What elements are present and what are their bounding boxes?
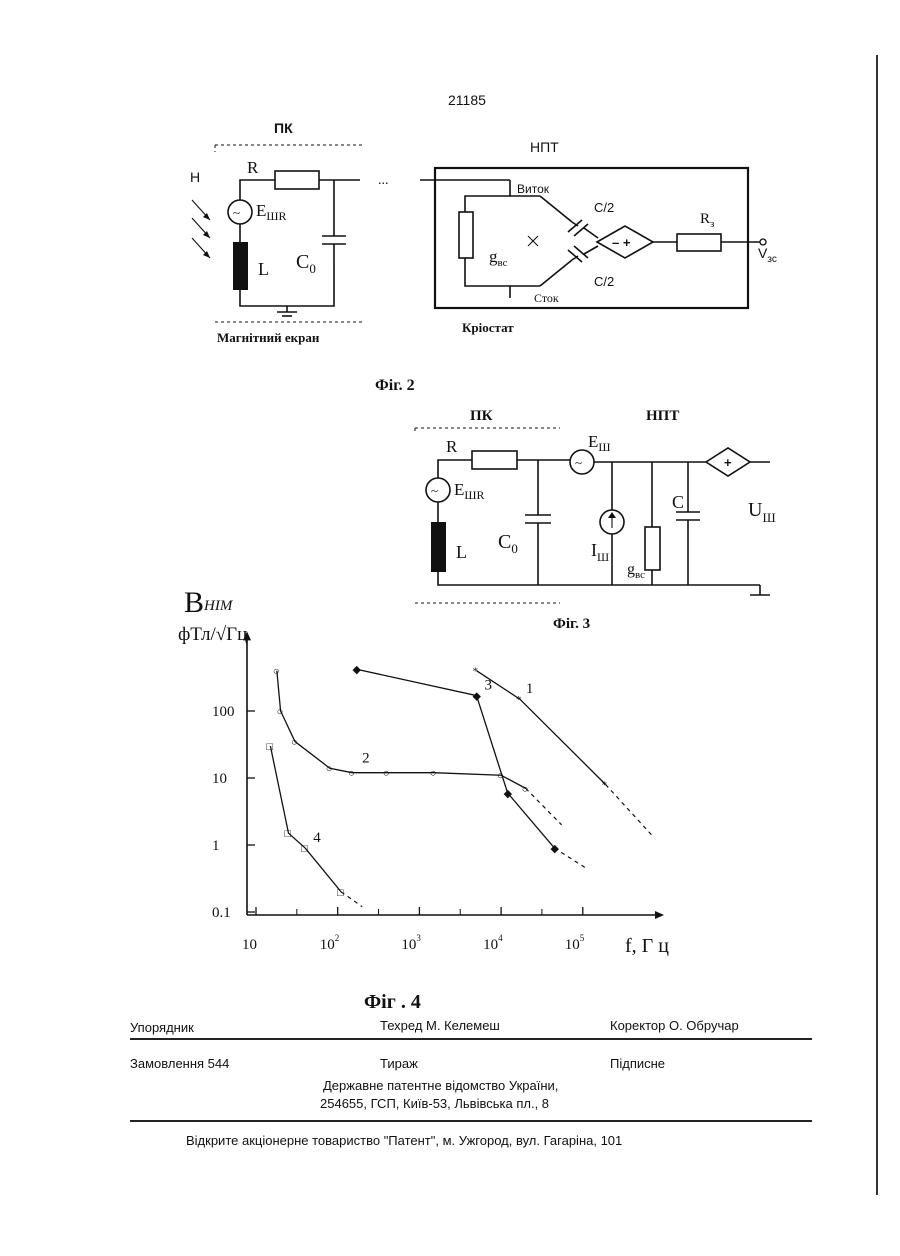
chart-y-tick-label: 1 [212,838,220,854]
chart-point-1: * [516,694,522,706]
chart-point-2: ○ [348,768,355,780]
chart-curve-label-4: 4 [313,830,321,846]
footer-bottom-rule [130,1120,812,1122]
chart-point-2: ○ [522,783,529,795]
footer-top-rule [130,1038,812,1040]
chart-series-tail-3 [554,848,586,868]
chart-curve-label-2: 2 [362,751,370,767]
chart-point-2: ○ [277,706,284,718]
chart-ylabel-units: фТл/√Гц [178,624,247,645]
footer-publisher: Відкрите акціонерне товариство "Патент",… [186,1133,622,1148]
footer-office-line1: Державне патентне відомство України, [323,1078,558,1093]
footer-edition: Тираж [380,1056,418,1071]
footer-subscription: Підписне [610,1056,665,1071]
chart-series-line-1 [477,671,606,785]
chart-x-tick-label: 103 [401,933,421,953]
footer-compiler: Упорядник [130,1020,194,1035]
chart-x-tick-label: 102 [320,933,340,953]
footer-corrector: Коректор О. Обручар [610,1018,739,1033]
chart-y-tick-label: 10 [212,771,227,787]
chart-x-tick-label: 10 [242,937,257,953]
chart-point-2: ○ [273,666,280,678]
chart-point-2: ○ [326,763,333,775]
chart-point-4: □ [337,887,344,899]
footer-techred: Техред М. Келемеш [380,1018,500,1033]
chart-curve-label-1: 1 [526,681,534,697]
chart-point-3: ◆ [504,788,513,800]
chart-point-4: □ [301,843,308,855]
chart-y-tick-label: 100 [212,704,235,720]
chart-point-3: ◆ [353,664,362,676]
chart-series-line-3 [357,669,555,848]
fig4-caption: Фіг . 4 [364,991,421,1013]
chart-series-tail-2 [526,788,562,824]
chart-point-2: ○ [430,768,437,780]
footer-order: Замовлення 544 [130,1056,229,1071]
chart-point-2: ○ [383,768,390,780]
chart-point-2: ○ [291,737,298,749]
chart-ylabel-main: BHIM [184,586,234,619]
chart-x-axis-arrow [655,911,664,919]
footer-office-line2: 254655, ГСП, Київ-53, Львівська пл., 8 [320,1096,549,1111]
chart-point-4: □ [285,828,292,840]
chart-point-1: * [473,666,479,678]
figure-4-chart: BHIM фТл/√Гц f, Г ц Фіг . 4 101021031041… [0,0,900,1010]
chart-x-tick-label: 104 [483,933,503,953]
chart-series-tail-1 [606,784,652,835]
chart-curve-label-3: 3 [485,678,493,694]
chart-x-tick-label: 105 [565,933,585,953]
chart-y-tick-label: 0.1 [212,905,231,921]
chart-xlabel: f, Г ц [625,935,669,957]
chart-point-3: ◆ [473,691,482,703]
chart-series-tail-4 [341,892,362,907]
chart-point-3: ◆ [550,843,559,855]
chart-point-4: □ [266,741,273,753]
chart-point-1: * [602,779,608,791]
